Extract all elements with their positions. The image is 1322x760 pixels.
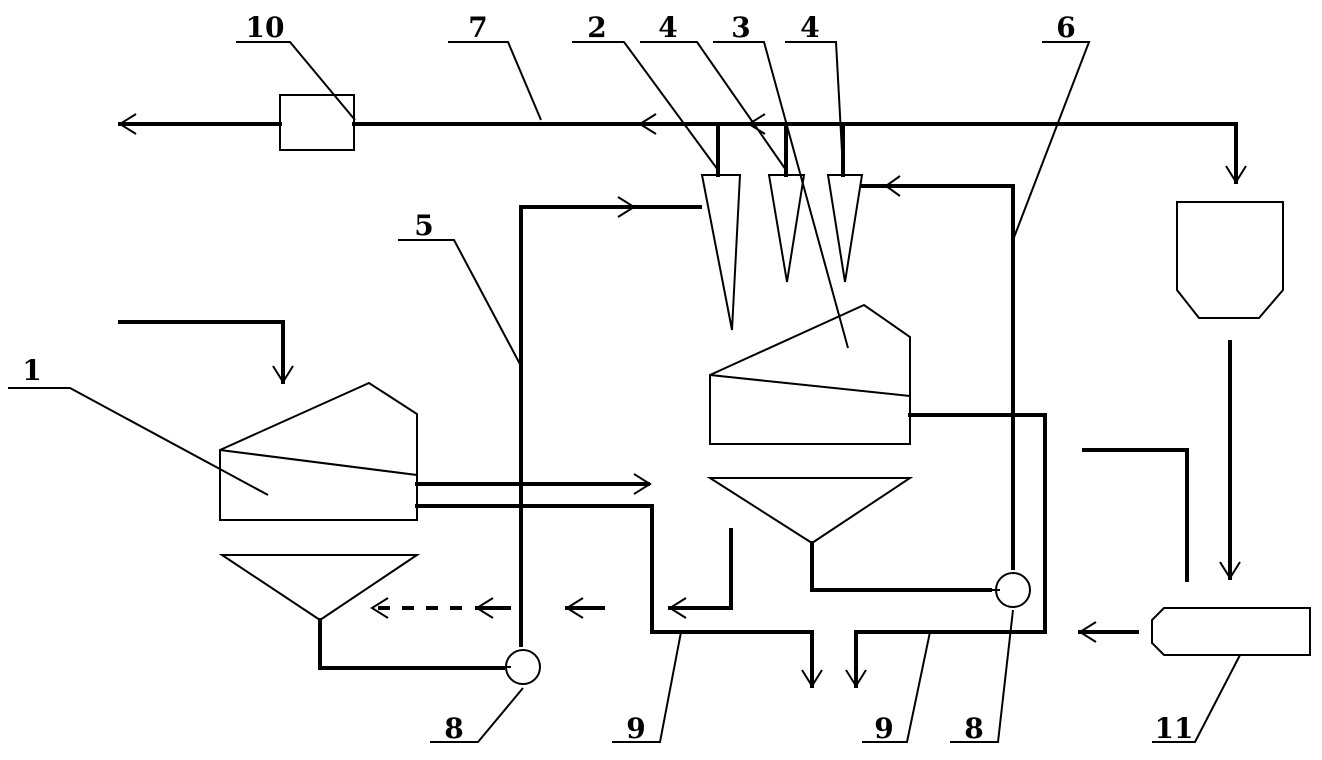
unit-1-screen [218, 381, 505, 670]
feed-arrow [118, 320, 294, 384]
label-8-left: 8 [444, 712, 463, 745]
label-9-right: 9 [874, 712, 893, 745]
transfer-lines [370, 473, 823, 688]
cyclone-4-left [767, 122, 806, 283]
label-6: 6 [1056, 11, 1075, 44]
label-4-right: 4 [800, 11, 819, 44]
right-lines [845, 340, 1241, 688]
cyclone-4-right [826, 122, 864, 283]
label-11: 11 [1155, 712, 1194, 745]
labels: 10 7 2 4 3 4 6 5 1 8 9 9 8 11 [22, 11, 1193, 745]
hopper [1176, 201, 1284, 319]
unit-3-screen [706, 303, 992, 592]
label-3: 3 [731, 11, 750, 44]
main-line-7 [118, 113, 1247, 184]
line-6 [860, 175, 1015, 570]
label-2: 2 [587, 11, 606, 44]
pump-8-left [503, 649, 541, 685]
pump-8-right [990, 572, 1031, 608]
label-1: 1 [22, 354, 41, 387]
label-8-right: 8 [964, 712, 983, 745]
label-4-left: 4 [658, 11, 677, 44]
label-5: 5 [414, 209, 433, 242]
cyclone-2 [700, 122, 742, 331]
unit-10-box [279, 94, 355, 151]
label-7: 7 [468, 11, 487, 44]
line-5 [519, 196, 702, 647]
leader-lines [8, 41, 1241, 743]
label-9-left: 9 [626, 712, 645, 745]
label-10: 10 [246, 11, 285, 44]
unit-11-feeder [1151, 607, 1311, 656]
